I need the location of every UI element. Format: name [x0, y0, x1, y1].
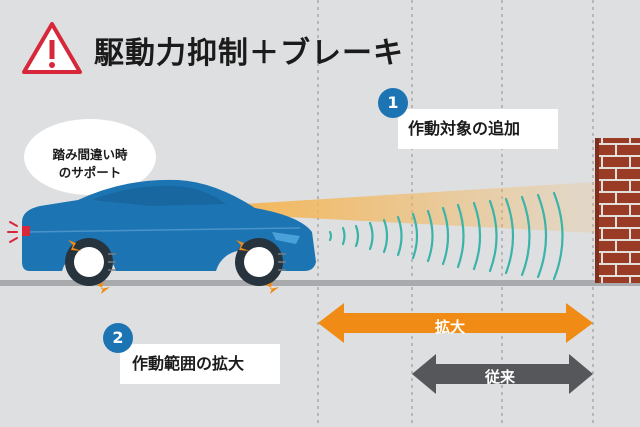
arrow-expanded [318, 303, 593, 343]
brick-wall [595, 138, 640, 283]
bubble-text: 踏み間違い時 のサポート [36, 146, 144, 182]
bubble-line-1: 踏み間違い時 [52, 147, 128, 162]
page-title: 駆動力抑制＋ブレーキ [94, 36, 404, 71]
arrow-conventional-label: 従来 [484, 368, 515, 386]
point-1-badge: 1 [378, 88, 408, 118]
motion-lines [108, 253, 286, 271]
point-2-badge: 2 [103, 323, 133, 353]
sonar-waves [328, 191, 564, 281]
brake-light-marks [7, 221, 18, 243]
car [22, 179, 316, 286]
point-1-label: 作動対象の追加 [398, 109, 558, 149]
sensor-beam [212, 182, 595, 233]
spark-icons [68, 240, 279, 294]
arrow-conventional [412, 354, 593, 394]
guide-lines [317, 0, 594, 427]
arrow-expanded-label: 拡大 [434, 318, 465, 336]
bubble-line-2: のサポート [58, 165, 122, 180]
point-2-label: 作動範囲の拡大 [120, 344, 280, 384]
warning-icon [22, 22, 82, 74]
